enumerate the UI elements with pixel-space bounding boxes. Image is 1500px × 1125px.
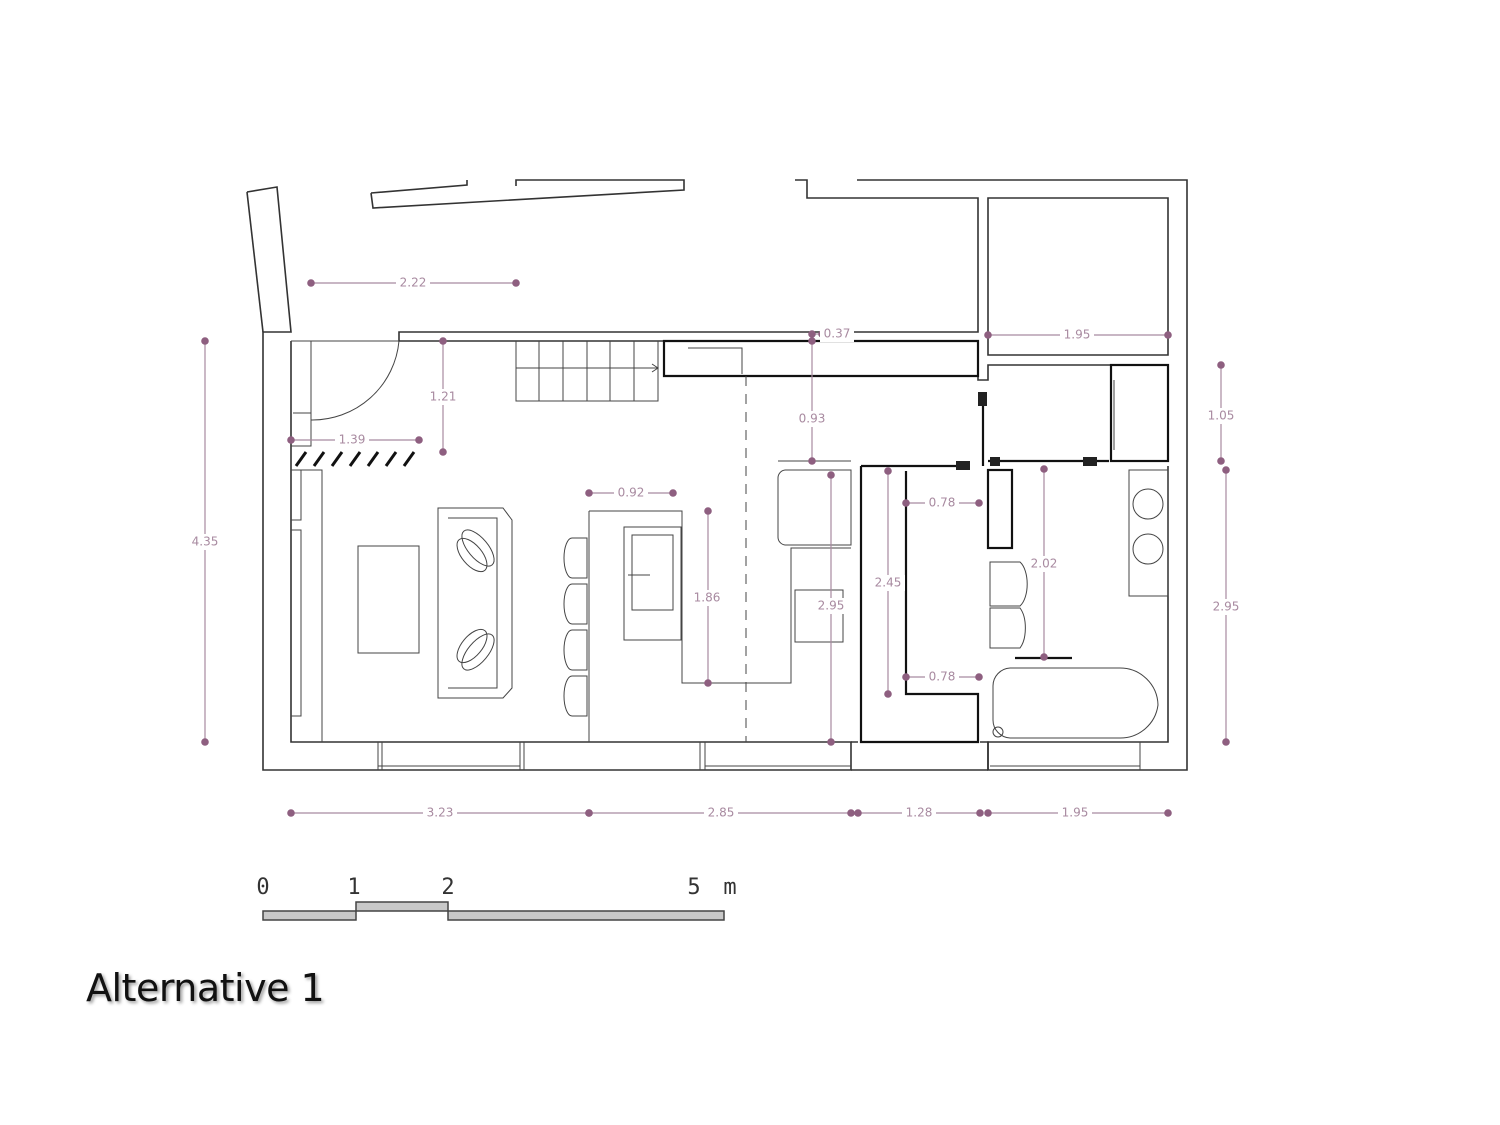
- dimension-endpoint: [975, 499, 983, 507]
- dimension-label: 2.45: [875, 576, 902, 590]
- dimension-label: 2.95: [818, 599, 845, 613]
- dimension: 0.93: [795, 337, 829, 465]
- dimension-label: 2.95: [1213, 600, 1240, 614]
- scale-label-1: 1: [347, 875, 360, 900]
- dimension-label: 0.93: [799, 412, 826, 426]
- shoe-rack: [294, 451, 416, 467]
- walls: [246, 179, 1188, 771]
- dimension-endpoint: [827, 471, 835, 479]
- fridge-and-oven: [777, 460, 852, 643]
- dimension-endpoint: [984, 809, 992, 817]
- dimension-endpoint: [201, 738, 209, 746]
- dimension-endpoint: [1222, 466, 1230, 474]
- dimension: 1.28: [854, 805, 984, 821]
- staircase: [515, 341, 659, 402]
- coffee-table: [357, 545, 420, 654]
- dimension: 3.23: [287, 805, 593, 821]
- kitchen-cabinets: [662, 339, 980, 742]
- dimension-endpoint: [854, 809, 862, 817]
- dimension-label: 1.39: [339, 433, 366, 447]
- dimension-endpoint: [704, 507, 712, 515]
- dimension-label: 1.95: [1062, 806, 1089, 820]
- dimension-endpoint: [585, 489, 593, 497]
- dimension-endpoint: [1164, 809, 1172, 817]
- dimension-endpoint: [439, 337, 447, 345]
- dimension-endpoint: [847, 809, 855, 817]
- dimension-endpoint: [976, 809, 984, 817]
- dimension-endpoint: [415, 436, 423, 444]
- dimension: 2.95: [814, 471, 848, 746]
- scale-unit: m: [723, 875, 736, 900]
- dimension-endpoint: [1217, 457, 1225, 465]
- dimension-label: 0.78: [929, 496, 956, 510]
- dimension: 0.92: [585, 485, 677, 501]
- dimension: 4.35: [188, 337, 222, 746]
- dimension-endpoint: [1040, 653, 1048, 661]
- walk-in-closet: [859, 392, 987, 744]
- dimension: 2.95: [1209, 466, 1243, 746]
- dimension: 1.95: [984, 805, 1172, 821]
- dimension-endpoint: [439, 448, 447, 456]
- dimension-endpoint: [984, 331, 992, 339]
- dimension: 1.21: [426, 337, 460, 456]
- kitchen-island: [563, 510, 851, 742]
- sofa: [437, 507, 513, 699]
- dimension-endpoint: [827, 738, 835, 746]
- dimension-endpoint: [1164, 331, 1172, 339]
- dimension-label: 1.21: [430, 390, 457, 404]
- dimension-label: 2.02: [1031, 557, 1058, 571]
- dimension-label: 0.92: [618, 486, 645, 500]
- dimension-endpoint: [975, 673, 983, 681]
- scale-label-0: 0: [256, 875, 269, 900]
- scale-label-2: 2: [441, 875, 454, 900]
- dimension: 1.95: [984, 327, 1172, 343]
- dimension-endpoint: [884, 690, 892, 698]
- dimension-endpoint: [1217, 361, 1225, 369]
- dimension: 0.78: [902, 669, 983, 685]
- dimension-lines: 2.22 0.37 1.95 4.35 1.21 1.39 0.93 1.05 0.92 0.78…: [188, 275, 1243, 821]
- dimension-label: 0.78: [929, 670, 956, 684]
- dimension: 2.85: [585, 805, 855, 821]
- entrance-door: [291, 340, 400, 447]
- dimension-endpoint: [1222, 738, 1230, 746]
- dimension-endpoint: [902, 499, 910, 507]
- dimension-endpoint: [669, 489, 677, 497]
- dimension-endpoint: [287, 436, 295, 444]
- dimension-label: 2.22: [400, 276, 427, 290]
- dimension: 0.37: [808, 326, 854, 342]
- dimension-label: 3.23: [427, 806, 454, 820]
- dimension: 2.02: [1027, 465, 1061, 661]
- dimension-endpoint: [704, 679, 712, 687]
- dimension-label: 2.85: [708, 806, 735, 820]
- dimension-label: 0.37: [824, 327, 851, 341]
- dimension-label: 1.86: [694, 591, 721, 605]
- dimension: 1.86: [690, 507, 724, 687]
- dimension-endpoint: [808, 337, 816, 345]
- dimension-endpoint: [287, 809, 295, 817]
- dimension-endpoint: [512, 279, 520, 287]
- dimension-label: 1.28: [906, 806, 933, 820]
- dimension-endpoint: [307, 279, 315, 287]
- dimension-endpoint: [585, 809, 593, 817]
- dimension-label: 4.35: [192, 535, 219, 549]
- dimension: 2.22: [307, 275, 520, 291]
- dimension-endpoint: [902, 673, 910, 681]
- dimension-endpoint: [808, 330, 816, 338]
- scale-bar: 0 1 2 5 m: [256, 875, 737, 921]
- dimension: 1.05: [1204, 361, 1238, 465]
- dimension-endpoint: [1040, 465, 1048, 473]
- dimension: 2.45: [871, 467, 905, 698]
- dimension-label: 1.95: [1064, 328, 1091, 342]
- dimension-endpoint: [201, 337, 209, 345]
- bathroom: [986, 363, 1170, 739]
- dimension-endpoint: [808, 457, 816, 465]
- dimension-endpoint: [884, 467, 892, 475]
- dimension: 0.78: [902, 495, 983, 511]
- dimension-label: 1.05: [1208, 409, 1235, 423]
- plan-title: Alternative 1: [86, 966, 325, 1010]
- scale-label-5: 5: [687, 875, 700, 900]
- dimension: 1.39: [287, 432, 423, 448]
